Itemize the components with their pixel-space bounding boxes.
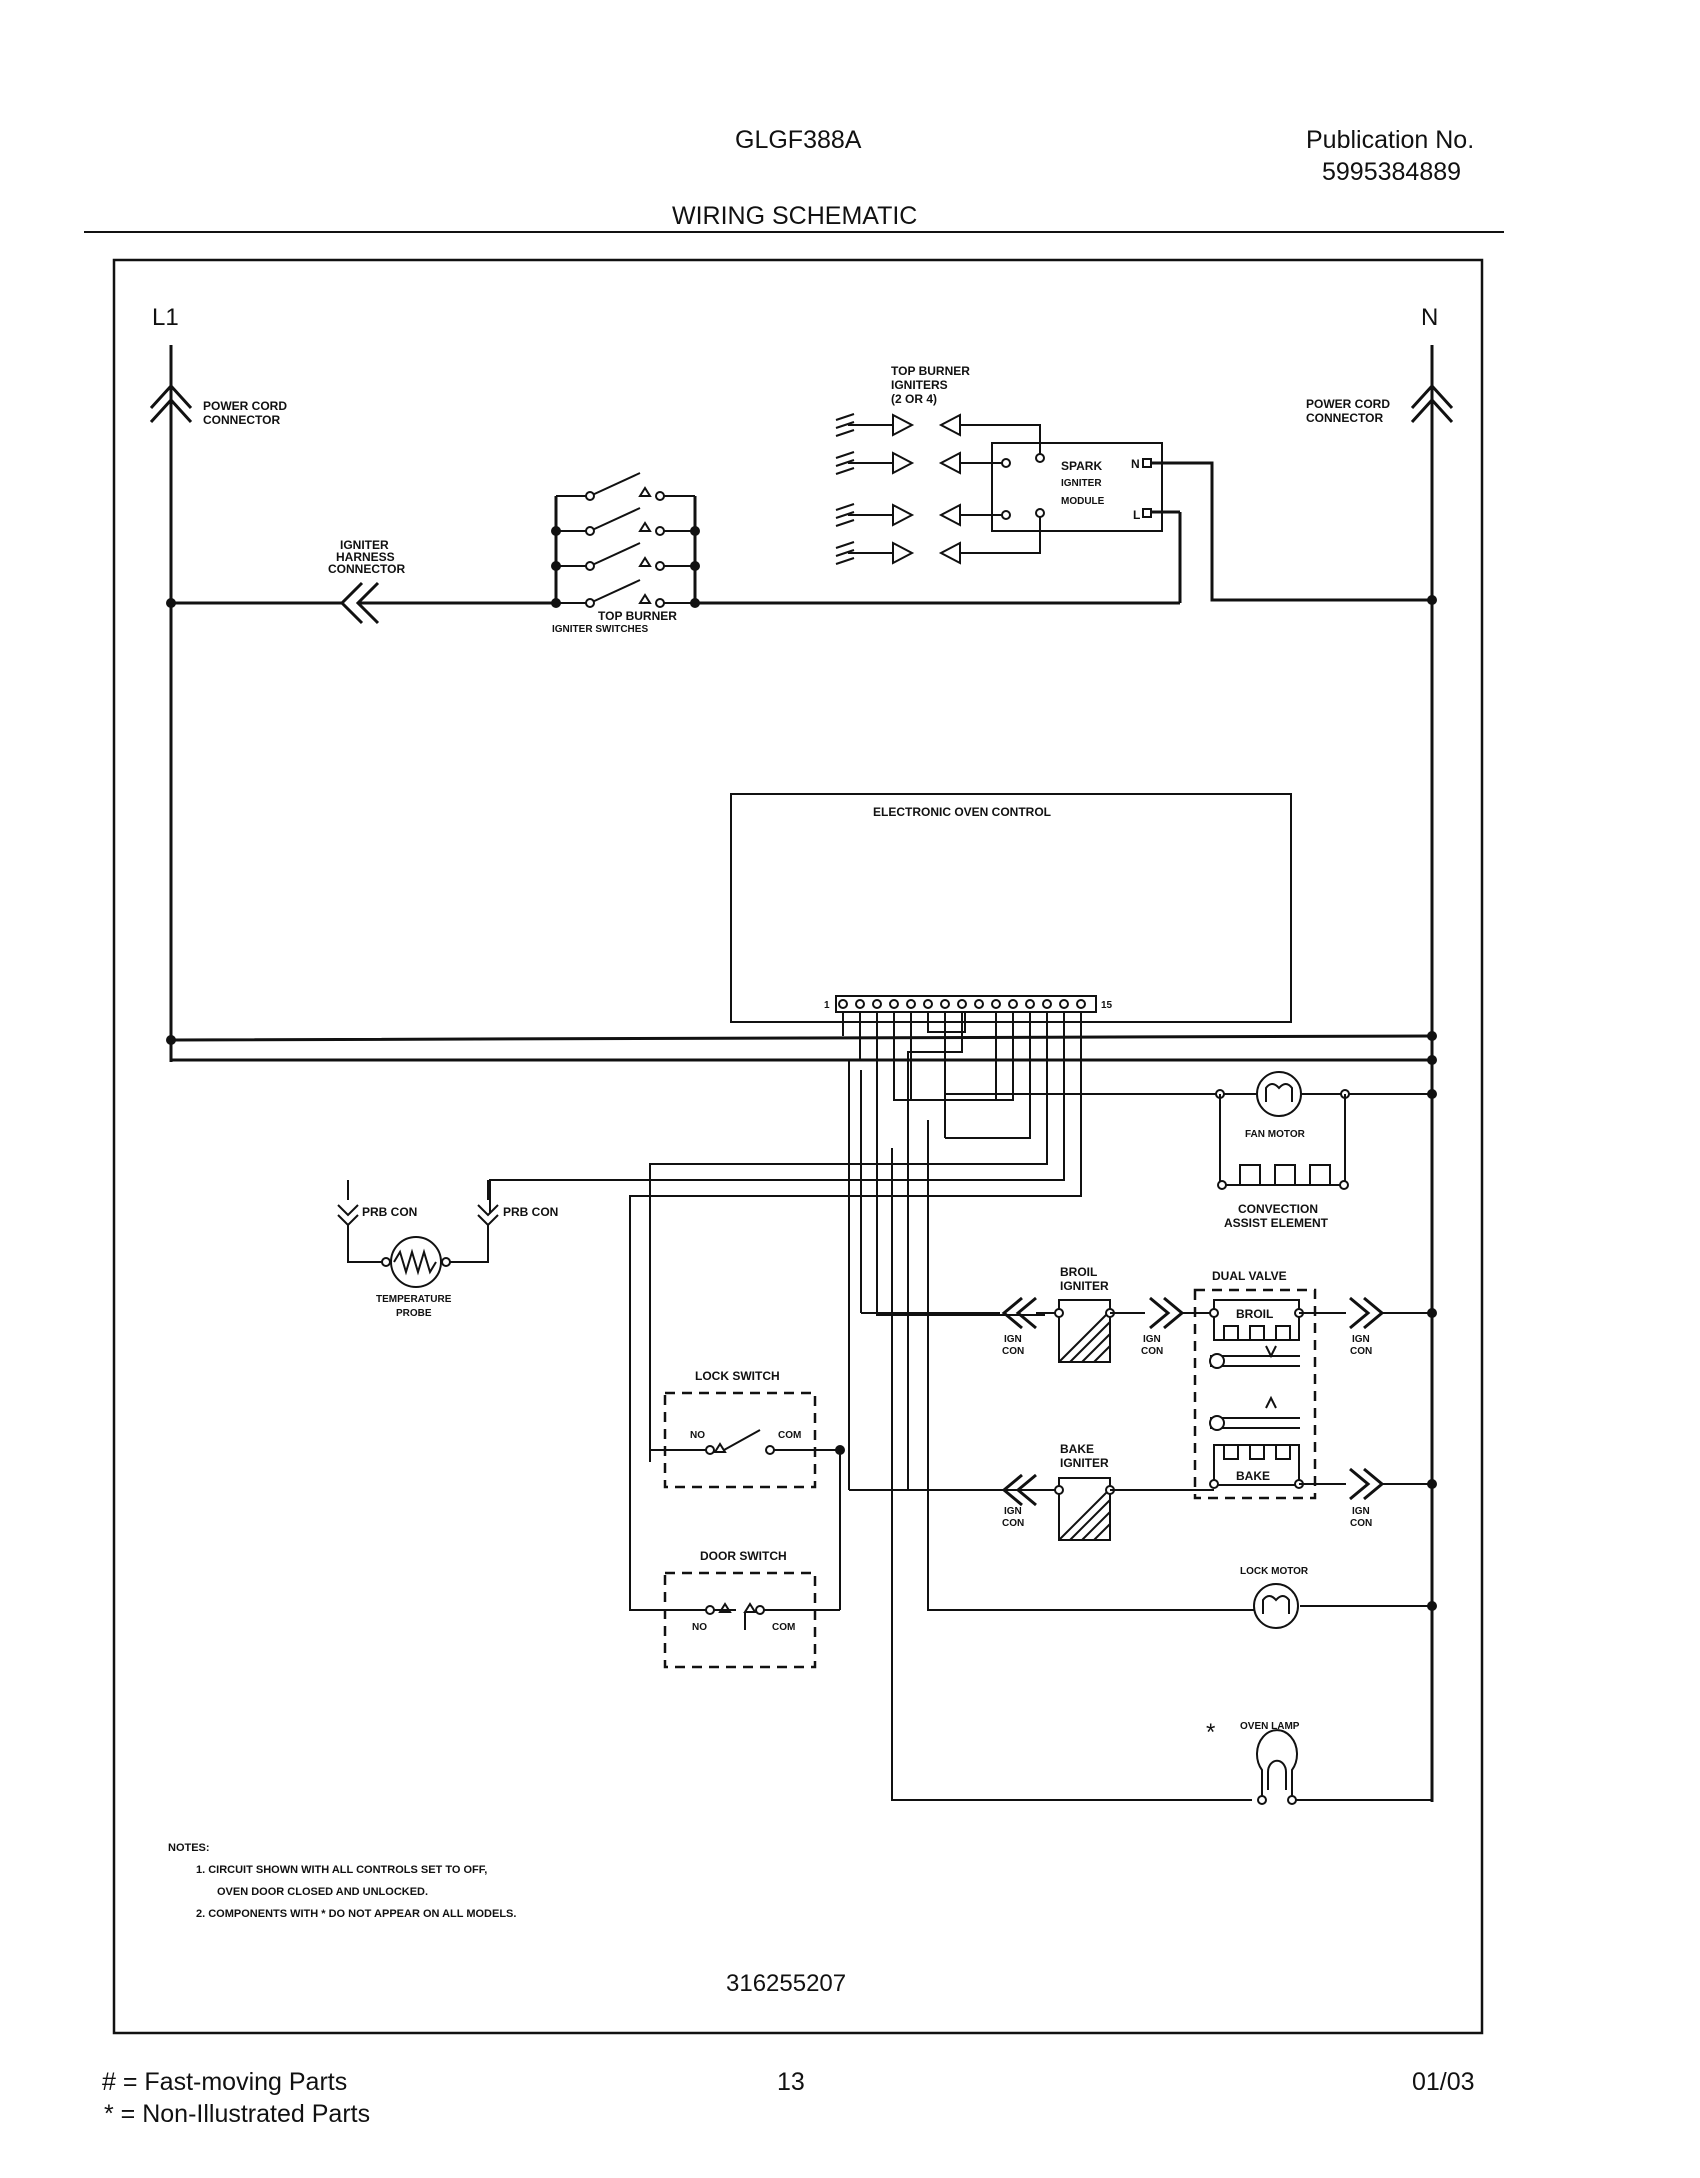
ign-con-6-line1: IGN (1352, 1506, 1370, 1517)
publication-number: 5995384889 (1322, 158, 1462, 186)
convection-line2: ASSIST ELEMENT (1224, 1216, 1329, 1230)
ign-con-1-line1: IGN (1004, 1334, 1022, 1345)
convection-assist-element (1225, 1164, 1345, 1186)
prb-con-left: PRB CON (362, 1205, 417, 1219)
spark-module-line1: SPARK (1061, 459, 1102, 473)
l1-label: L1 (152, 304, 179, 331)
door-switch-no: NO (692, 1622, 707, 1633)
top-burner-switches-line2: IGNITER SWITCHES (552, 624, 648, 635)
control-output-wires (489, 1012, 1265, 1801)
module-n-terminal: N (1131, 457, 1140, 471)
valve-bake-label: BAKE (1236, 1469, 1270, 1483)
terminal-first-label: 1 (824, 1000, 830, 1011)
legend-non-illustrated: * = Non-Illustrated Parts (104, 2100, 371, 2128)
convection-line1: CONVECTION (1238, 1202, 1318, 1216)
broil-igniter-line2: IGNITER (1060, 1279, 1109, 1293)
power-cord-right-line2: CONNECTOR (1306, 411, 1383, 425)
igniter-harness-line3: CONNECTOR (328, 562, 405, 576)
ign-con-2-line2: CON (1141, 1346, 1163, 1357)
valve-broil-label: BROIL (1236, 1307, 1273, 1321)
ign-con-3-line1: IGN (1352, 1334, 1370, 1345)
oven-lamp-asterisk: * (1206, 1719, 1215, 1746)
notes-title: NOTES: (168, 1842, 210, 1854)
top-burner-igniters-line2: IGNITERS (891, 378, 948, 392)
spark-module-line2: IGNITER (1061, 478, 1102, 489)
oven-control-label: ELECTRONIC OVEN CONTROL (873, 805, 1051, 819)
module-l-terminal: L (1133, 508, 1140, 522)
ign-con-3-line2: CON (1350, 1346, 1372, 1357)
ign-con-1-line2: CON (1002, 1346, 1024, 1357)
lock-motor-label: LOCK MOTOR (1240, 1566, 1309, 1577)
lock-switch-no: NO (690, 1430, 705, 1441)
ign-con-2-line1: IGN (1143, 1334, 1161, 1345)
bake-igniter-line1: BAKE (1060, 1442, 1094, 1456)
legend-fast-moving: # = Fast-moving Parts (102, 2068, 348, 2096)
top-burner-igniters-line3: (2 OR 4) (891, 392, 937, 406)
ign-con-4-line1: IGN (1004, 1506, 1022, 1517)
page-number: 13 (777, 2068, 805, 2096)
igniter-harness-line2: HARNESS (336, 550, 395, 564)
schematic-frame (112, 258, 1484, 2035)
oven-lamp-label: OVEN LAMP (1240, 1721, 1300, 1732)
door-switch-label: DOOR SWITCH (700, 1549, 787, 1563)
power-cord-connector-right (1410, 383, 1454, 424)
note-2: 2. COMPONENTS WITH * DO NOT APPEAR ON AL… (196, 1908, 516, 1920)
top-burner-switches (551, 472, 700, 608)
drawing-number: 316255207 (726, 1970, 846, 1997)
electronic-oven-control (730, 793, 1292, 1023)
terminal-last-label: 15 (1101, 1000, 1113, 1011)
temperature-probe-line1: TEMPERATURE (376, 1294, 452, 1305)
broil-igniter (1058, 1299, 1111, 1363)
dual-valve (1193, 1288, 1317, 1500)
bake-igniter-line2: IGNITER (1060, 1456, 1109, 1470)
model-number: GLGF388A (735, 126, 862, 154)
spark-igniter-module (991, 442, 1163, 532)
fan-motor (1256, 1071, 1302, 1117)
page-title: WIRING SCHEMATIC (672, 202, 918, 230)
spark-module-line3: MODULE (1061, 496, 1105, 507)
lock-switch-label: LOCK SWITCH (695, 1369, 780, 1383)
dual-valve-label: DUAL VALVE (1212, 1269, 1287, 1283)
lock-motor (1253, 1583, 1299, 1629)
bake-valve-coil (1214, 1444, 1299, 1460)
publication-label: Publication No. (1306, 126, 1475, 154)
bake-igniter (1058, 1477, 1111, 1541)
door-switch (663, 1571, 817, 1669)
fan-motor-label: FAN MOTOR (1245, 1129, 1306, 1140)
lock-switch-com: COM (778, 1430, 801, 1441)
top-burner-igniters-line1: TOP BURNER (891, 364, 970, 378)
power-cord-connector-left (149, 383, 193, 424)
date: 01/03 (1412, 2068, 1475, 2096)
top-burner-igniters (835, 413, 961, 565)
top-burner-switches-line1: TOP BURNER (598, 609, 677, 623)
broil-igniter-line1: BROIL (1060, 1265, 1097, 1279)
control-terminals (838, 999, 1086, 1009)
lock-switch (663, 1391, 817, 1489)
broil-valve-coil (1214, 1325, 1299, 1341)
ign-con-6-line2: CON (1350, 1518, 1372, 1529)
igniter-harness-line1: IGNITER (340, 538, 389, 552)
prb-con-right: PRB CON (503, 1205, 558, 1219)
door-switch-com: COM (772, 1622, 795, 1633)
n-label: N (1421, 304, 1438, 331)
ign-con-4-line2: CON (1002, 1518, 1024, 1529)
temperature-probe-line2: PROBE (396, 1308, 432, 1319)
header-rule (84, 231, 1504, 233)
note-1-line-1: 1. CIRCUIT SHOWN WITH ALL CONTROLS SET T… (196, 1864, 487, 1876)
note-1-line-2: OVEN DOOR CLOSED AND UNLOCKED. (217, 1886, 428, 1898)
power-cord-right-line1: POWER CORD (1306, 397, 1390, 411)
oven-lamp (1256, 1729, 1298, 1800)
power-cord-left-line2: CONNECTOR (203, 413, 280, 427)
power-cord-left-line1: POWER CORD (203, 399, 287, 413)
